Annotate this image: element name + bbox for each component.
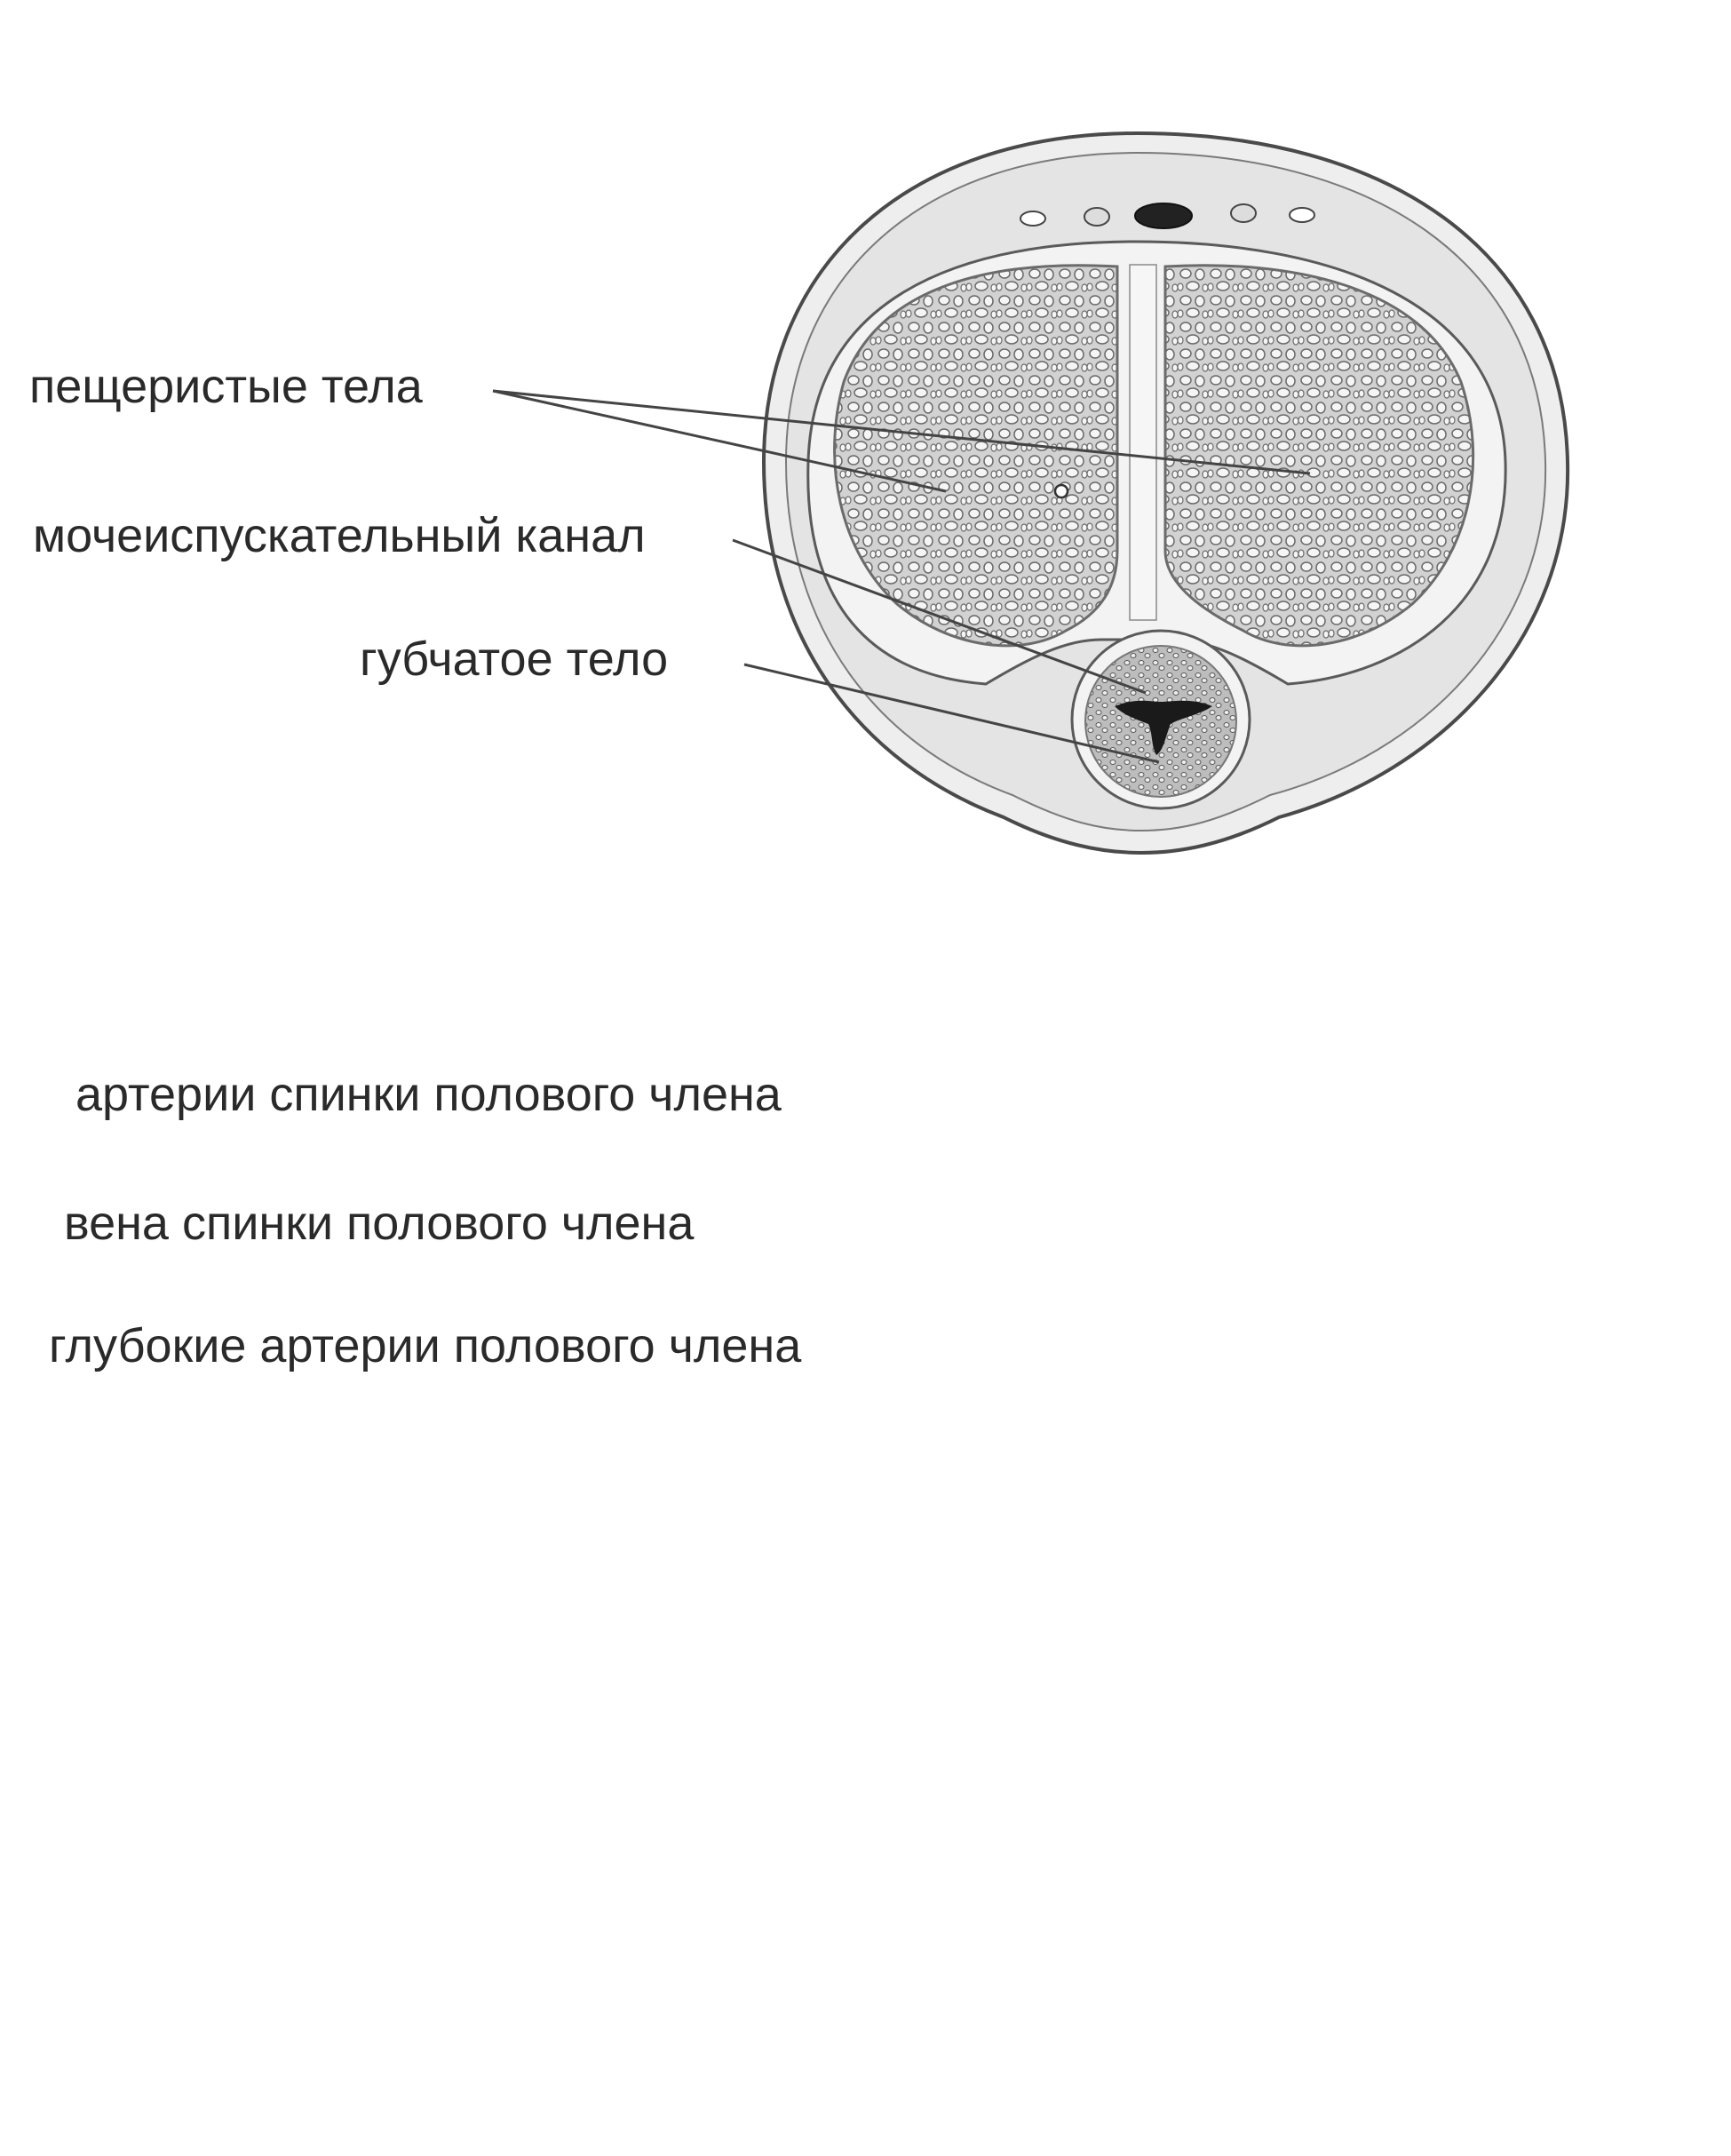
cross-section-figure [761, 131, 1570, 855]
dorsal-vessels-section [1020, 203, 1315, 229]
corpus-cavernosum-left [833, 264, 1119, 648]
top-leader-lines [492, 389, 1311, 764]
label-spongy-body: губчатое тело [360, 632, 669, 686]
label-dorsal-arteries: артерии спинки полового члена [75, 1068, 782, 1121]
label-urethra: мочеиспускательный канал [33, 509, 646, 562]
corpus-cavernosum-right [1163, 264, 1475, 648]
label-cavernous-bodies: пещеристые тела [29, 360, 423, 413]
label-deep-arteries: глубокие артерии полового члена [49, 1319, 802, 1372]
urethra-lumen [1115, 700, 1212, 755]
deep-artery-left-section [1053, 483, 1069, 499]
label-dorsal-vein: вена спинки полового члена [64, 1197, 695, 1250]
septum [1129, 264, 1157, 621]
